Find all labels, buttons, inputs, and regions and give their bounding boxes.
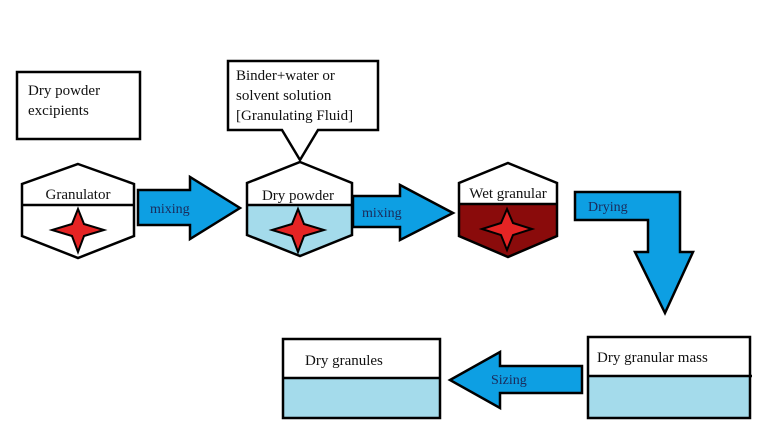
drying-label: Drying bbox=[588, 200, 628, 215]
star-icon bbox=[48, 206, 108, 255]
sizing-label: Sizing bbox=[491, 373, 527, 388]
dry-powder-vessel: Dry powder bbox=[245, 160, 354, 258]
dry-granules-box: Dry granules bbox=[281, 337, 442, 420]
binder-line-1: Binder+water or bbox=[236, 68, 335, 84]
binder-line-3: [Granulating Fluid] bbox=[236, 108, 353, 124]
excipients-line-2: excipients bbox=[28, 103, 89, 119]
star-icon bbox=[268, 206, 328, 255]
dry-granular-mass-box: Dry granular mass bbox=[586, 335, 752, 420]
dry-granular-mass-label: Dry granular mass bbox=[597, 350, 708, 366]
dry-powder-label: Dry powder bbox=[262, 188, 334, 204]
wet-granular-vessel: Wet granular bbox=[457, 161, 559, 259]
granulator-vessel: Granulator bbox=[20, 162, 136, 260]
excipients-line-1: Dry powder bbox=[28, 83, 100, 99]
mixing-arrow-1: mixing bbox=[136, 174, 243, 242]
mixing-label-1: mixing bbox=[150, 202, 190, 217]
granulator-label: Granulator bbox=[46, 187, 111, 203]
dry-granules-label: Dry granules bbox=[305, 353, 383, 369]
excipients-box: Dry powder excipients bbox=[15, 70, 142, 141]
mixing-arrow-2: mixing bbox=[351, 182, 456, 243]
binder-line-2: solvent solution bbox=[236, 88, 332, 104]
binder-callout: Binder+water or solvent solution [Granul… bbox=[226, 59, 380, 163]
star-icon bbox=[478, 206, 536, 253]
sizing-arrow: Sizing bbox=[447, 349, 584, 411]
drying-arrow: Drying bbox=[573, 190, 695, 316]
mixing-label-2: mixing bbox=[362, 206, 402, 221]
wet-granular-label: Wet granular bbox=[469, 186, 547, 202]
